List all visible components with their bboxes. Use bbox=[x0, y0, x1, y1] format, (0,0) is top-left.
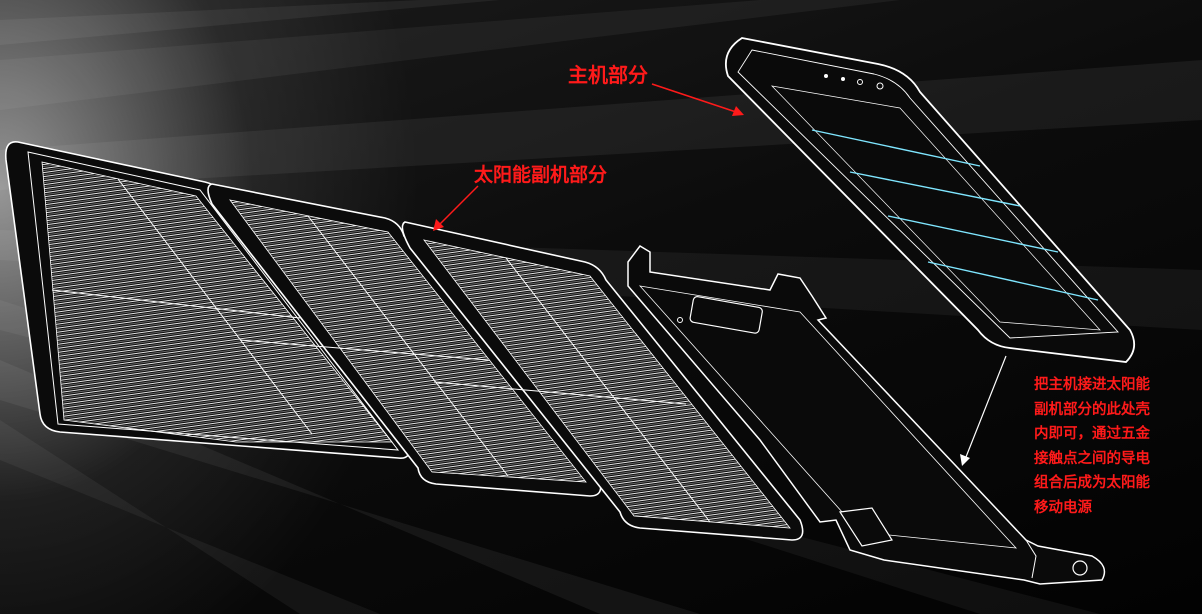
solar-panel-1 bbox=[4, 141, 411, 459]
arrow-solar-unit bbox=[433, 185, 479, 231]
note-line: 接触点之间的导电 bbox=[1034, 450, 1150, 467]
arrow-insert-here bbox=[960, 355, 1007, 466]
solar-unit-label: 太阳能副机部分 bbox=[474, 164, 608, 186]
note-line: 组合后成为太阳能 bbox=[1034, 475, 1150, 491]
note-line: 内即可，通过五金 bbox=[1034, 426, 1150, 442]
host-main-unit bbox=[724, 37, 1136, 363]
solar-panel-2 bbox=[207, 183, 602, 497]
arrow-main-unit bbox=[651, 83, 744, 116]
main-unit-label: 主机部分 bbox=[568, 63, 648, 87]
assembly-note: 把主机接进太阳能 副机部分的此处壳 内即可，通过五金 接触点之间的导电 组合后成… bbox=[1034, 373, 1150, 520]
note-line: 副机部分的此处壳 bbox=[1034, 401, 1150, 418]
note-line: 移动电源 bbox=[1034, 499, 1092, 516]
note-line: 把主机接进太阳能 bbox=[1034, 377, 1150, 393]
host-shell-case bbox=[627, 245, 1106, 585]
solar-panel-3 bbox=[401, 221, 804, 541]
